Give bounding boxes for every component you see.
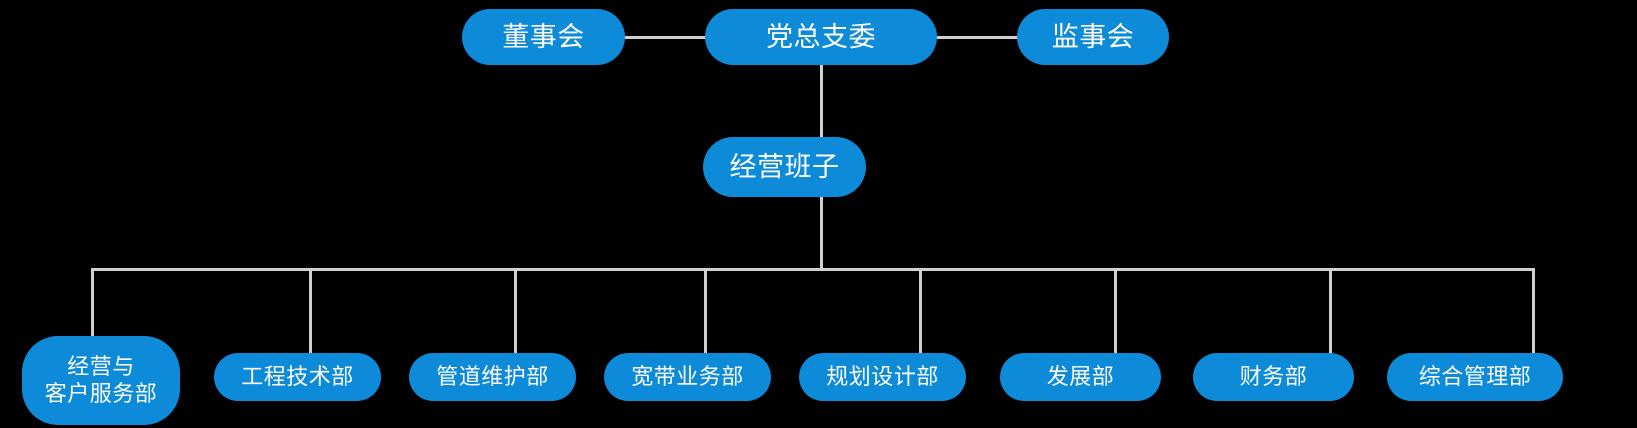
node-party-branch-committee[interactable]: 党总支委	[705, 9, 937, 65]
drop-line-operations-customer-service	[91, 268, 94, 338]
connector-party-to-management	[820, 64, 823, 140]
drop-line-pipeline-maintenance	[514, 268, 517, 354]
drop-line-development	[1114, 268, 1117, 354]
node-operations-customer-service[interactable]: 经营与 客户服务部	[22, 336, 180, 425]
drop-line-general-management	[1532, 268, 1535, 354]
connector-management-to-bus	[820, 197, 823, 270]
drop-line-finance	[1329, 268, 1332, 354]
connector-board-to-party	[624, 36, 706, 39]
connector-party-to-supervisors	[936, 36, 1018, 39]
node-general-management[interactable]: 综合管理部	[1387, 353, 1563, 401]
node-broadband-business[interactable]: 宽带业务部	[604, 353, 771, 401]
drop-line-planning-design	[919, 268, 922, 354]
node-finance[interactable]: 财务部	[1193, 353, 1354, 401]
node-board-of-directors[interactable]: 董事会	[462, 9, 625, 65]
node-planning-design[interactable]: 规划设计部	[799, 353, 966, 401]
node-pipeline-maintenance[interactable]: 管道维护部	[409, 353, 576, 401]
department-bus-line	[91, 268, 1535, 271]
node-board-of-supervisors[interactable]: 监事会	[1017, 9, 1169, 65]
drop-line-engineering-technology	[309, 268, 312, 354]
node-development[interactable]: 发展部	[1000, 353, 1161, 401]
node-management-team[interactable]: 经营班子	[703, 137, 866, 197]
node-engineering-technology[interactable]: 工程技术部	[214, 353, 381, 401]
drop-line-broadband-business	[704, 268, 707, 354]
